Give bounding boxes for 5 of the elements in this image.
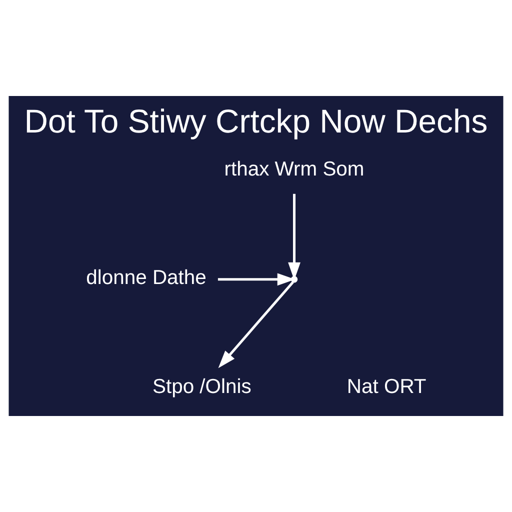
- diagram-title: Dot To Stiwy Crtckp Now Dechs: [24, 102, 488, 140]
- node-text: rthax Wrm Som: [224, 158, 364, 180]
- node-text: dlonne Dathe: [86, 267, 206, 290]
- label: Nat ORT: [346, 376, 426, 398]
- node-text: Stpo /Olnis: [152, 376, 252, 398]
